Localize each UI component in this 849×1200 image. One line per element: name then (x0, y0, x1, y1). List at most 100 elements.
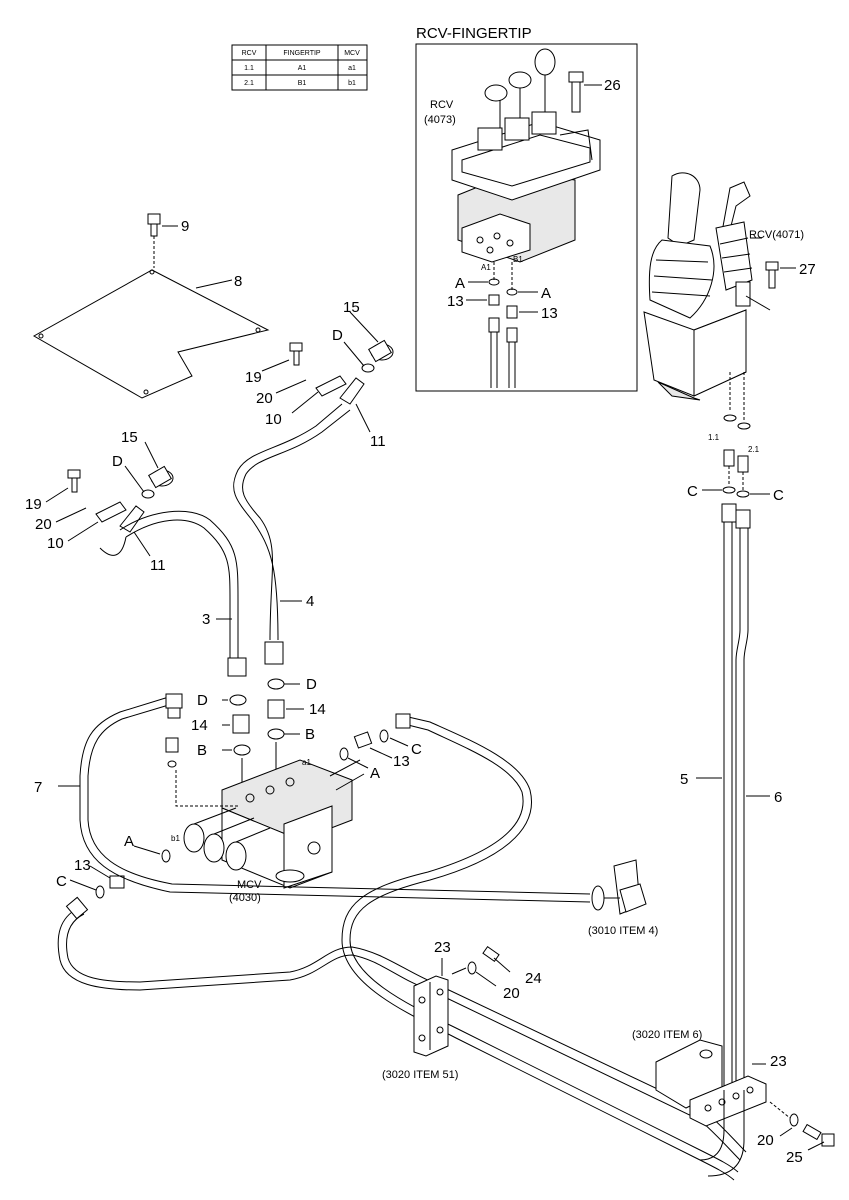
bracket-3010 (591, 859, 647, 915)
elbow-11 (339, 377, 365, 405)
fitting-group-left (45, 441, 174, 557)
table-header-rcv: RCV (242, 50, 257, 57)
callout-25: 25 (786, 1149, 803, 1166)
inset-title: RCV-FINGERTIP (416, 25, 532, 42)
letter-b: B (305, 726, 315, 743)
letter-d: D (306, 676, 317, 693)
callout-7: 7 (34, 779, 42, 796)
port-mapping-table: RCV FINGERTIP MCV 1.1 A1 a1 2.1 B1 b1 (231, 44, 368, 91)
clamp-10 (95, 501, 127, 523)
table-header-mcv: MCV (344, 50, 360, 57)
inset-rcv-number: (4073) (424, 114, 456, 126)
clamp-23-right (655, 1039, 835, 1151)
joystick-rcv-4071 (643, 172, 771, 430)
port-label-11: 1.1 (708, 433, 720, 442)
callout-20: 20 (35, 516, 52, 533)
inset-rcv-label: RCV (430, 99, 454, 111)
letter-a: A (370, 765, 380, 782)
bolt-27 (765, 261, 779, 271)
hose-3 (99, 510, 247, 677)
o-ring (506, 288, 518, 296)
callout-9: 9 (181, 218, 189, 235)
callout-10: 10 (265, 411, 282, 428)
mcv-valve (183, 759, 365, 889)
mcv-label: MCV (237, 879, 262, 891)
callout-5: 5 (680, 771, 688, 788)
letter-c: C (411, 741, 422, 758)
callout-23: 23 (434, 939, 451, 956)
letter-d: D (197, 692, 208, 709)
bolt-19 (67, 469, 81, 479)
letter-b: B (197, 742, 207, 759)
clamp-23-middle (413, 946, 511, 1057)
mcv-connections (222, 678, 304, 790)
bolt-26 (568, 71, 602, 113)
fingertip-valve (451, 48, 601, 263)
hose-4 (233, 403, 351, 665)
callout-15: 15 (343, 299, 360, 316)
callout-14: 14 (309, 701, 326, 718)
o-ring (361, 363, 375, 373)
callout-19: 19 (25, 496, 42, 513)
clamp-10 (315, 375, 347, 397)
inset-port-a1: A1 (481, 263, 491, 272)
fitting-group-upper (261, 311, 394, 433)
callout-6: 6 (774, 789, 782, 806)
callout-13: 13 (447, 293, 464, 310)
table-cell: 1.1 (244, 65, 254, 72)
o-ring (488, 278, 500, 286)
callout-4: 4 (306, 593, 314, 610)
table-header-fingertip: FINGERTIP (283, 50, 321, 57)
table-cell: B1 (298, 80, 307, 87)
o-ring (141, 489, 155, 499)
fitting (506, 305, 518, 319)
callout-20: 20 (757, 1132, 774, 1149)
callout-27: 27 (799, 261, 816, 278)
letter-c: C (687, 483, 698, 500)
letter-d: D (332, 327, 343, 344)
port-label-21: 2.1 (748, 445, 760, 454)
callout-8: 8 (234, 273, 242, 290)
callout-13: 13 (74, 857, 91, 874)
inset-frame (415, 43, 638, 392)
mcv-port-a1: a1 (302, 758, 311, 767)
callout-20: 20 (256, 390, 273, 407)
joystick-label: RCV(4071) (749, 229, 804, 241)
letter-a: A (124, 833, 134, 850)
letter-a: A (541, 285, 551, 302)
floor-plate-8 (32, 213, 270, 399)
rcv-fingertip-inset: RCV-FINGERTIP RCV (4073) (415, 25, 638, 392)
callout-3: 3 (202, 611, 210, 628)
table-cell: 2.1 (244, 80, 254, 87)
callout-11: 11 (150, 557, 166, 574)
bolt-19 (289, 342, 303, 352)
callout-13: 13 (541, 305, 558, 322)
ref-3020-item-51: (3020 ITEM 51) (382, 1069, 458, 1081)
hose-5 (723, 522, 733, 1090)
callout-20: 20 (503, 985, 520, 1002)
table-cell: a1 (348, 65, 356, 72)
fitting (488, 294, 500, 306)
letter-d: D (112, 453, 123, 470)
letter-c: C (56, 873, 67, 890)
callout-14: 14 (191, 717, 208, 734)
callout-15: 15 (121, 429, 138, 446)
inset-port-b1: B1 (513, 255, 523, 264)
hose-6 (735, 528, 749, 1090)
table-cell: A1 (298, 65, 307, 72)
callout-11: 11 (370, 433, 386, 450)
callout-24: 24 (525, 970, 542, 987)
letter-a: A (455, 275, 465, 292)
letter-c: C (773, 487, 784, 504)
elbow-11 (119, 505, 145, 533)
mcv-port-b1: b1 (171, 834, 180, 843)
hose-mcv-right (341, 713, 739, 1181)
hose-7 (58, 693, 591, 903)
callout-26: 26 (604, 77, 621, 94)
callout-23: 23 (770, 1053, 787, 1070)
ref-3010-item-4: (3010 ITEM 4) (588, 925, 658, 937)
table-cell: b1 (348, 80, 356, 87)
callout-10: 10 (47, 535, 64, 552)
bolt-9 (147, 213, 161, 225)
